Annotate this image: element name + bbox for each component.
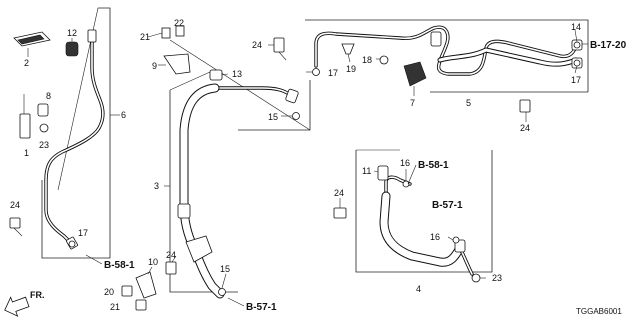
callout-19: 19 <box>346 64 356 74</box>
callout-24-right: 24 <box>520 123 530 133</box>
oring-17-upper-icon <box>312 68 320 76</box>
callout-17-left: 17 <box>78 228 88 238</box>
front-label: FR. <box>30 290 45 300</box>
mount-12-icon <box>65 41 79 57</box>
nut-18-icon <box>379 55 389 65</box>
callout-20: 20 <box>104 287 114 297</box>
ref-b-57-1-bottom: B-57-1 <box>246 302 277 313</box>
callout-7: 7 <box>410 98 415 108</box>
frame-5 <box>305 19 589 92</box>
callout-16-lower: 16 <box>430 232 440 242</box>
callout-15-upper: 15 <box>268 112 278 122</box>
oring-15-lower-icon <box>218 288 226 296</box>
hose-3 <box>177 83 299 299</box>
oring-14-icon <box>573 41 581 49</box>
ref-b-17-20: B-17-20 <box>590 40 627 51</box>
clamp-13-icon <box>209 69 223 81</box>
catalog-code: TGGAB6001 <box>576 307 622 316</box>
callout-1: 1 <box>24 148 29 158</box>
oring-17-left-icon <box>68 240 76 248</box>
sensor-11-icon <box>377 165 389 181</box>
callout-21-bottom: 21 <box>110 302 120 312</box>
callout-9: 9 <box>152 61 157 71</box>
part-callouts: 2 12 8 6 23 1 24 17 21 22 9 13 3 24 15 1… <box>10 18 581 312</box>
callout-18: 18 <box>362 55 372 65</box>
pipe-6 <box>44 29 105 250</box>
front-direction-arrow: FR. <box>4 290 45 317</box>
reference-labels: B-17-20 B-58-1 B-57-1 B-58-1 B-57-1 <box>85 40 627 313</box>
callout-4: 4 <box>416 284 421 294</box>
callout-5: 5 <box>466 98 471 108</box>
oring-16-lower-icon <box>452 236 460 244</box>
callout-14: 14 <box>571 22 581 32</box>
nut-23-lower-icon <box>471 273 481 283</box>
bolt-24-lower-mid-icon <box>165 261 177 275</box>
callout-12: 12 <box>67 28 77 38</box>
sensor-1-icon <box>19 113 31 139</box>
callout-24-lower-right: 24 <box>334 188 344 198</box>
frame-3-diagonal <box>169 39 311 131</box>
callout-23-lower: 23 <box>492 273 502 283</box>
clip-8-icon <box>37 103 49 117</box>
hose-4 <box>379 175 474 276</box>
clip-19-icon <box>341 43 355 55</box>
callout-15-lower: 15 <box>220 264 230 274</box>
oring-15-upper-icon <box>292 112 300 120</box>
ref-b-58-1-top: B-58-1 <box>418 160 449 171</box>
bolt-24-right-icon <box>519 99 531 113</box>
callout-11: 11 <box>362 166 371 176</box>
bracket-10-icon <box>135 271 157 299</box>
frame-6 <box>41 7 111 259</box>
callout-2: 2 <box>24 58 29 68</box>
leader-lines <box>27 29 578 289</box>
pipe-5 <box>314 25 583 76</box>
bracket-9-icon <box>163 53 191 75</box>
frame-3-right <box>238 80 311 131</box>
front-arrow-icon <box>4 296 30 317</box>
callout-3: 3 <box>154 181 159 191</box>
callout-17-upper: 17 <box>328 68 338 78</box>
bolt-24-lower-right-icon <box>333 207 347 219</box>
valve-7-icon <box>403 61 427 87</box>
callout-21-top: 21 <box>140 32 150 42</box>
callout-23-upper: 23 <box>39 140 49 150</box>
bolt-22-icon <box>175 25 185 37</box>
frame-4 <box>355 150 493 273</box>
ref-b-57-1-right: B-57-1 <box>432 200 463 211</box>
bolt-21-bottom-icon <box>135 299 147 311</box>
callout-6: 6 <box>121 110 126 120</box>
callout-24-left: 24 <box>10 200 20 210</box>
bolt-21-top-icon <box>161 27 171 39</box>
callout-24-lower-mid: 24 <box>166 250 176 260</box>
callout-10: 10 <box>148 257 158 267</box>
bolt-24-upper-icon <box>273 37 285 53</box>
bolt-24-left-icon <box>9 217 21 229</box>
frame-3-top <box>169 71 211 91</box>
bolt-20-icon <box>121 285 133 297</box>
oring-17-right-icon <box>573 59 581 67</box>
callout-24-upper: 24 <box>252 40 262 50</box>
nut-23-icon <box>39 123 49 133</box>
ref-b-58-1-left: B-58-1 <box>104 260 135 271</box>
callout-16-upper: 16 <box>400 158 410 168</box>
callout-22: 22 <box>174 18 184 28</box>
small-parts <box>9 25 581 311</box>
callout-17-right: 17 <box>571 75 581 85</box>
callout-8: 8 <box>46 91 51 101</box>
callout-13: 13 <box>232 69 242 79</box>
